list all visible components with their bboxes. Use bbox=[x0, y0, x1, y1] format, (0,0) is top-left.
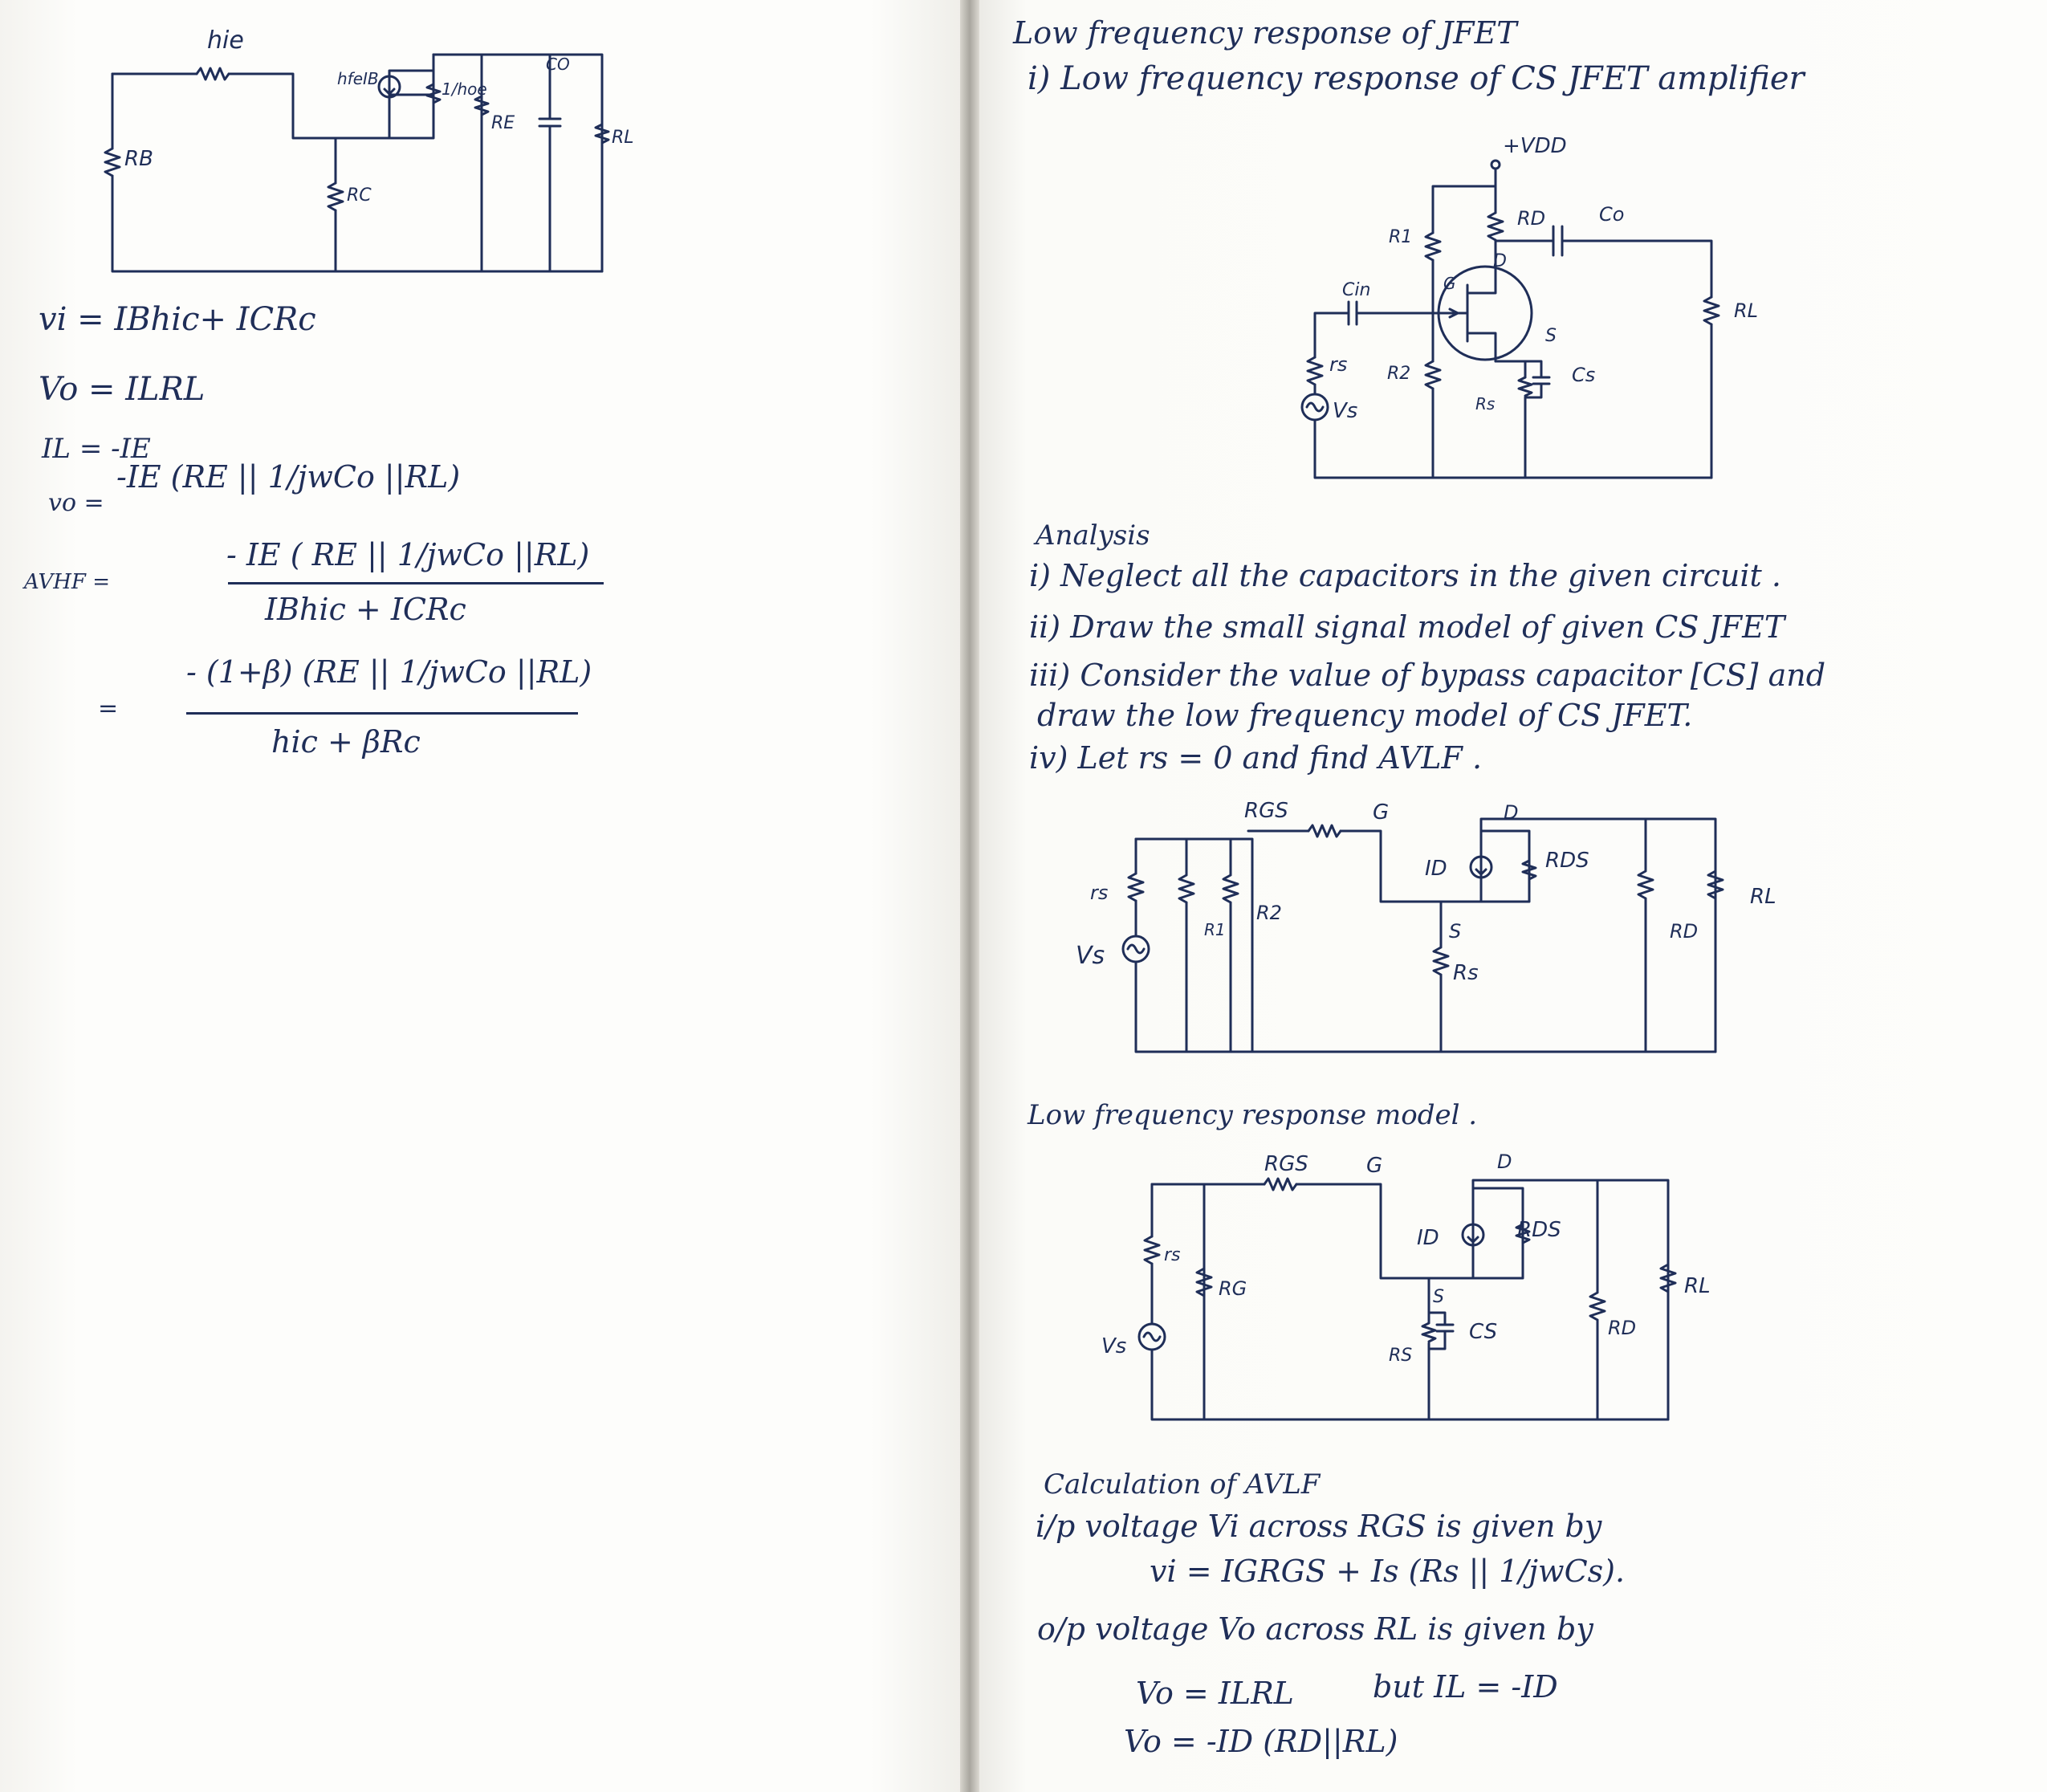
label-r1: R1 bbox=[1204, 920, 1226, 939]
label-id: ID bbox=[1425, 857, 1447, 881]
avhf-denominator: IBhic + ICRc bbox=[265, 592, 466, 627]
analysis-step-1: i) Neglect all the capacitors in the giv… bbox=[1029, 558, 1781, 593]
analysis-heading: Analysis bbox=[1036, 519, 1150, 552]
calc-line-output-voltage: o/p voltage Vo across RL is given by bbox=[1037, 1611, 1593, 1647]
small-signal-model-circuit: RGS G D ID RDS rs R2 R1 Vs S Rs RD RL bbox=[1076, 799, 1776, 1053]
label-vs: Vs bbox=[1101, 1334, 1126, 1358]
label-g: G bbox=[1366, 1154, 1382, 1178]
notebook-gutter bbox=[960, 0, 979, 1792]
label-rs-source: rs bbox=[1164, 1245, 1181, 1265]
label-hie: hie bbox=[207, 26, 244, 55]
label-co: Co bbox=[1599, 203, 1624, 226]
label-vs: Vs bbox=[1076, 942, 1105, 970]
label-hoe: 1/hoe bbox=[442, 79, 487, 99]
label-rgs: RGS bbox=[1264, 1152, 1308, 1176]
label-cin: Cin bbox=[1342, 280, 1370, 300]
label-rs-source: rs bbox=[1090, 882, 1108, 904]
eq-vo2-label: vo = bbox=[48, 489, 104, 517]
label-rl: RL bbox=[1734, 299, 1758, 322]
label-r2: R2 bbox=[1256, 902, 1282, 924]
calc-heading: Calculation of AVLF bbox=[1044, 1468, 1321, 1501]
label-rs: RS bbox=[1389, 1346, 1412, 1366]
eq-vo: Vo = ILRL bbox=[39, 371, 206, 408]
section-subtitle: i) Low frequency response of CS JFET amp… bbox=[1028, 60, 1805, 97]
eq-vo2-expr: -IE (RE || 1/jwCo ||RL) bbox=[116, 459, 461, 495]
label-d: D bbox=[1504, 801, 1518, 824]
avhf2-denominator: hic + βRc bbox=[271, 724, 421, 760]
label-s: S bbox=[1449, 920, 1461, 943]
eq-equals: = bbox=[98, 694, 119, 723]
label-rl: RL bbox=[612, 128, 634, 148]
label-re: RE bbox=[491, 113, 515, 133]
label-rd: RD bbox=[1670, 920, 1698, 943]
label-r1: R1 bbox=[1389, 227, 1412, 247]
calc-line-vi: vi = IGRGS + Is (Rs || 1/jwCs). bbox=[1150, 1554, 1626, 1589]
label-s: S bbox=[1545, 326, 1557, 346]
avhf-fraction-bar bbox=[228, 582, 604, 584]
eq-il: IL = -IE bbox=[42, 433, 151, 465]
calc-line-vo-final: Vo = -ID (RD||RL) bbox=[1124, 1724, 1398, 1759]
label-rd: RD bbox=[1608, 1317, 1636, 1339]
label-rds: RDS bbox=[1545, 849, 1589, 873]
label-cs: Cs bbox=[1572, 364, 1595, 386]
cs-jfet-amplifier-circuit: +VDD R1 RD Co D G Cin RL rs R2 S Cs Vs R… bbox=[1300, 134, 1758, 479]
analysis-step-4: iv) Let rs = 0 and find AVLF . bbox=[1029, 740, 1483, 776]
avhf2-numerator: - (1+β) (RE || 1/jwCo ||RL) bbox=[186, 654, 592, 690]
label-rs-source-resistor: Rs bbox=[1475, 394, 1495, 413]
label-vs: Vs bbox=[1333, 399, 1357, 423]
avhf2-fraction-bar bbox=[186, 712, 578, 715]
label-rd: RD bbox=[1517, 207, 1545, 230]
right-notebook-page bbox=[973, 0, 2047, 1792]
label-rgs: RGS bbox=[1244, 799, 1288, 823]
label-rg: RG bbox=[1219, 1277, 1247, 1300]
low-frequency-model-circuit: RGS G D ID RDS rs RG Vs S CS RS RD RL bbox=[1101, 1151, 1711, 1421]
analysis-step-3: iii) Consider the value of bypass capaci… bbox=[1029, 658, 1826, 693]
cb-small-signal-circuit: hie hfeIB 1/hoe RE CO RL RB RC bbox=[104, 26, 634, 273]
label-g: G bbox=[1443, 274, 1456, 293]
label-cs: CS bbox=[1469, 1320, 1497, 1344]
label-id: ID bbox=[1417, 1226, 1439, 1250]
calc-line-input-voltage: i/p voltage Vi across RGS is given by bbox=[1036, 1509, 1602, 1544]
label-hfe-ib: hfeIB bbox=[337, 69, 379, 88]
label-d: D bbox=[1493, 251, 1507, 271]
page-title: Low frequency response of JFET bbox=[1013, 15, 1517, 51]
avhf-numerator: - IE ( RE || 1/jwCo ||RL) bbox=[226, 537, 590, 572]
label-vdd: +VDD bbox=[1503, 134, 1567, 158]
label-rds: RDS bbox=[1517, 1218, 1561, 1242]
label-co: CO bbox=[546, 55, 570, 74]
analysis-step-2: ii) Draw the small signal model of given… bbox=[1029, 609, 1785, 645]
label-d: D bbox=[1497, 1151, 1512, 1173]
left-notebook-page bbox=[0, 0, 967, 1792]
avhf-label: AVHF = bbox=[24, 570, 111, 594]
label-rc: RC bbox=[347, 185, 372, 206]
label-rs: Rs bbox=[1453, 961, 1479, 985]
label-rb: RB bbox=[124, 147, 153, 171]
label-s: S bbox=[1433, 1287, 1444, 1307]
label-r2: R2 bbox=[1387, 364, 1410, 384]
calc-line-il: but IL = -ID bbox=[1373, 1669, 1558, 1704]
label-rl: RL bbox=[1684, 1274, 1711, 1298]
model-heading: Low frequency response model . bbox=[1028, 1099, 1478, 1131]
calc-line-vo: Vo = ILRL bbox=[1136, 1676, 1294, 1711]
label-rl: RL bbox=[1750, 885, 1776, 909]
analysis-step-3-cont: draw the low frequency model of CS JFET. bbox=[1037, 698, 1693, 733]
label-g: G bbox=[1373, 800, 1389, 825]
eq-vi: vi = IBhic+ ICRc bbox=[39, 301, 316, 338]
label-rs-source: rs bbox=[1329, 353, 1347, 376]
